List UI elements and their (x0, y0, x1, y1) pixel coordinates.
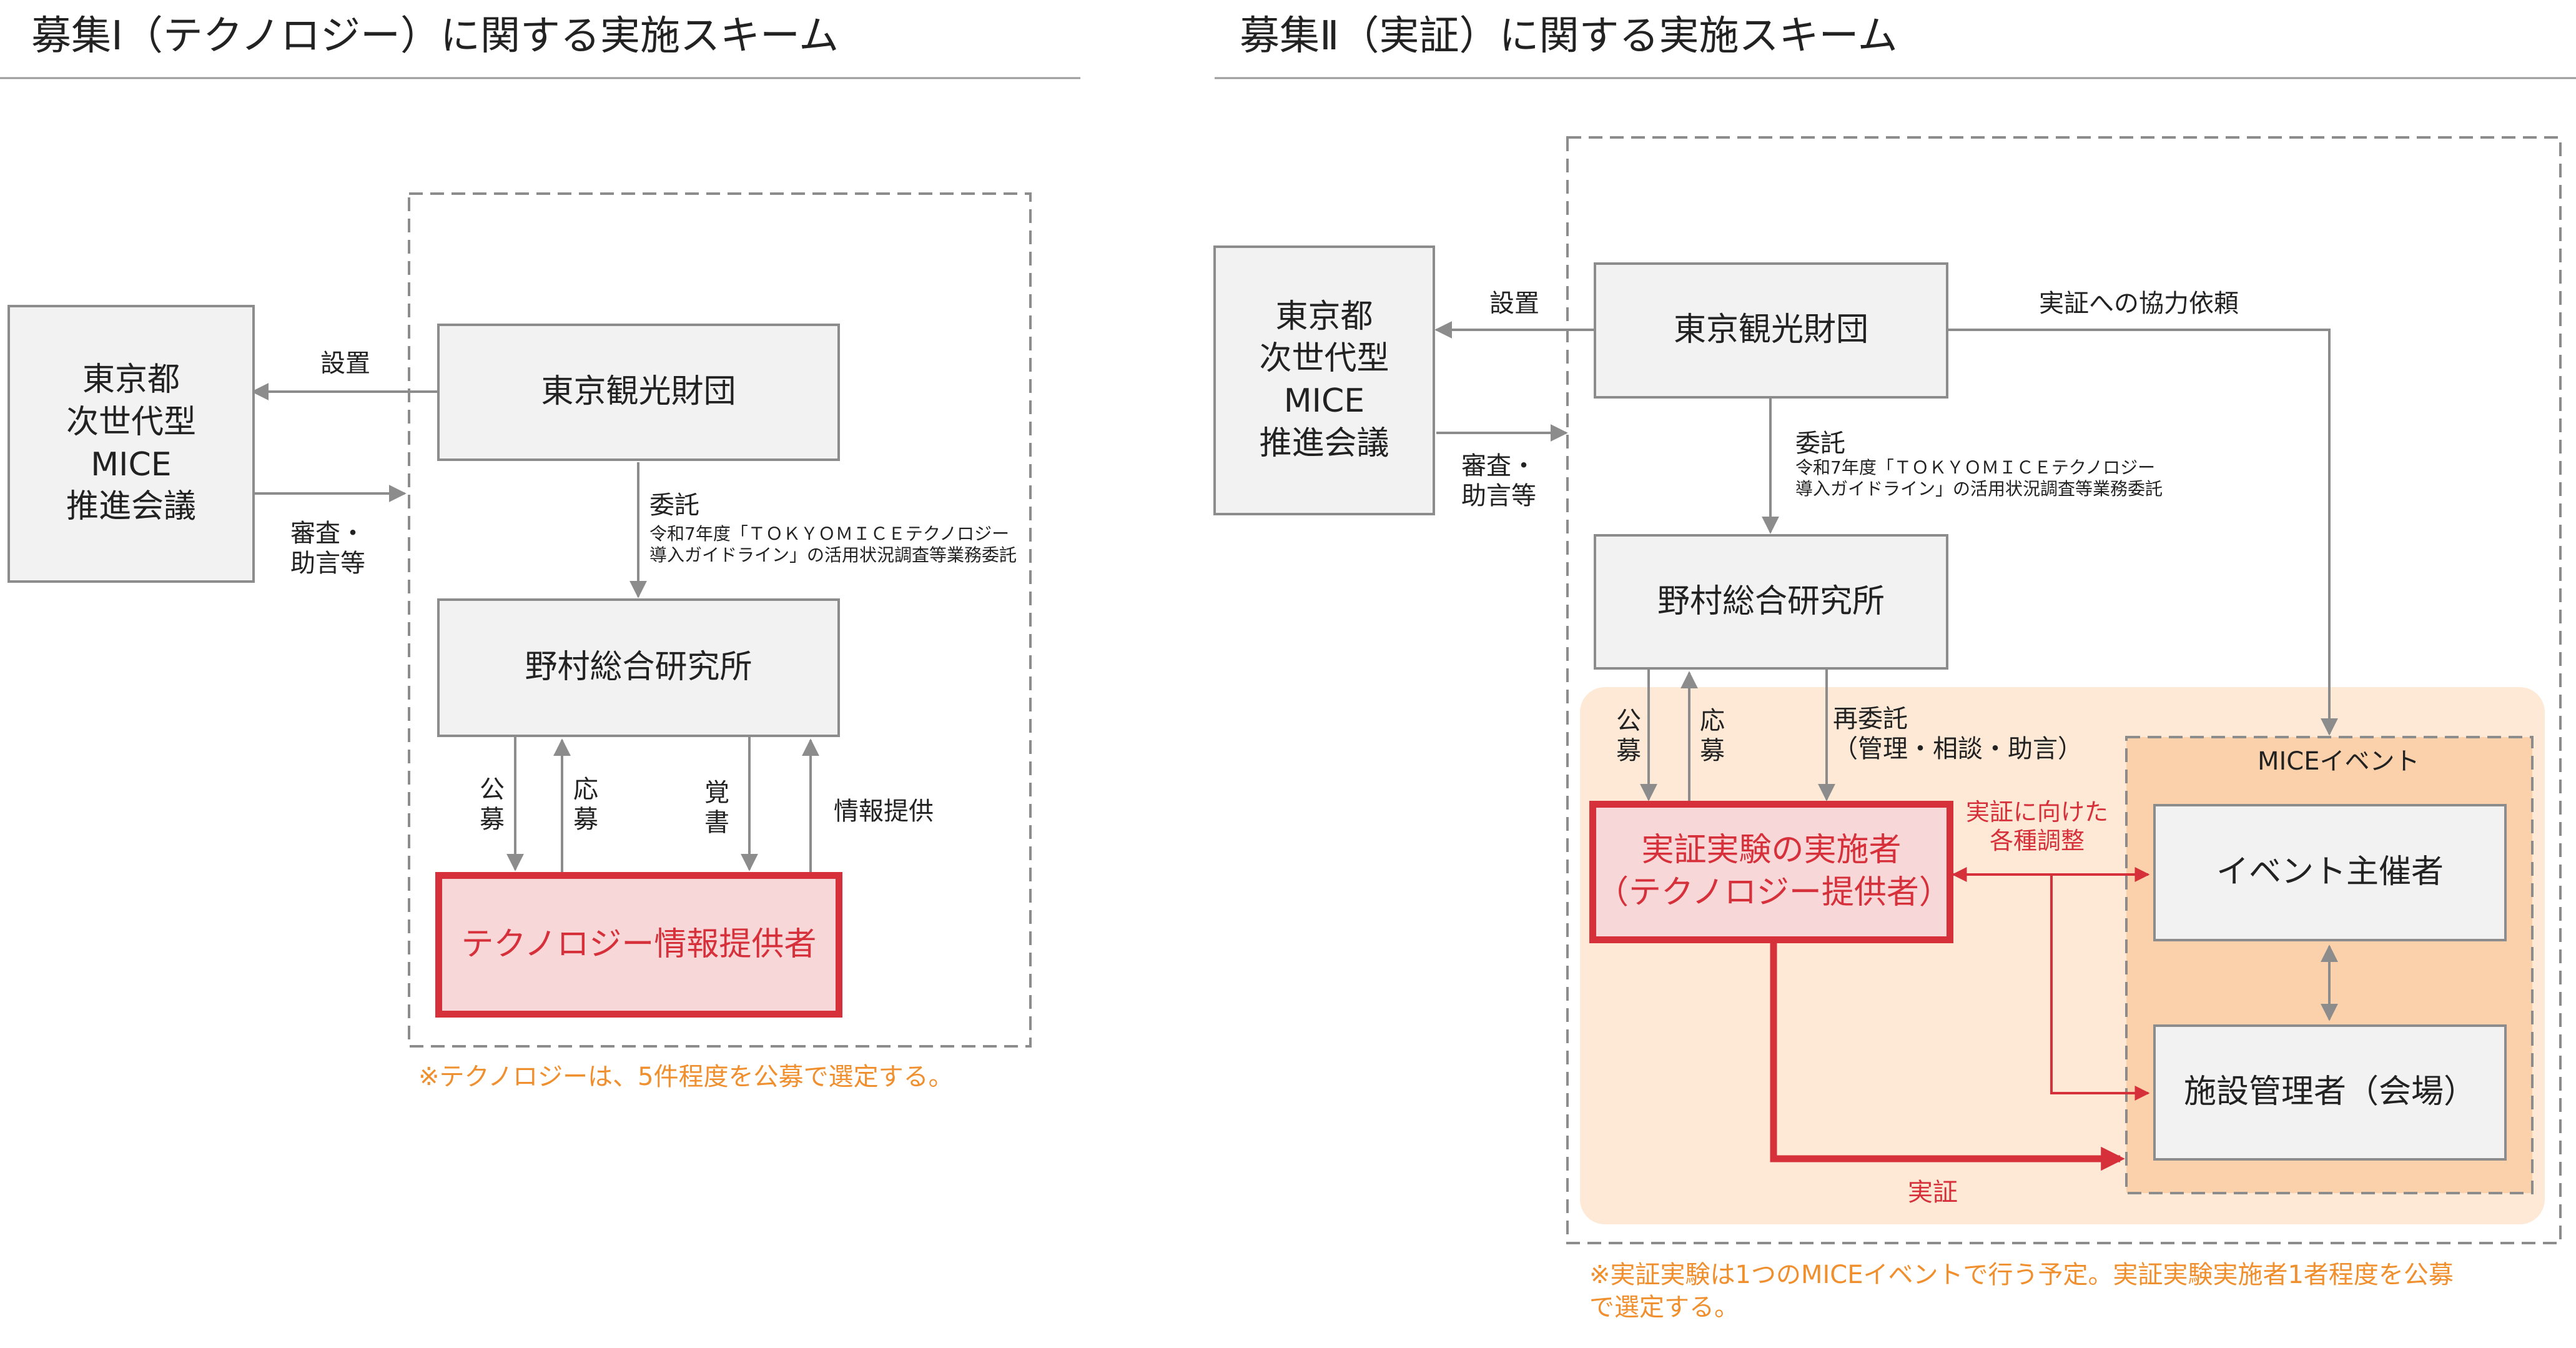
left-itaku-detail: 令和7年度「ＴＯＫＹＯＭＩＣＥテクノロジー 導入ガイドライン」の活用状況調査等業… (649, 523, 1017, 565)
right-kobo-label: 公 募 (1616, 706, 1641, 765)
left-shinsa-label: 審査・ 助言等 (290, 519, 365, 578)
left-dashed-region (408, 192, 1032, 1048)
left-section-title: 募集Ⅰ（テクノロジー）に関する実施スキーム (31, 13, 839, 59)
right-footnote: ※実証実験は1つのMICEイベントで行う予定。実証実験実施者1者程度を公募 で選… (1589, 1261, 2454, 1322)
right-setchi-label: 設置 (1489, 289, 1539, 318)
left-kobo-label: 公 募 (480, 775, 505, 834)
right-council-label: 東京都 次世代型 MICE 推進会議 (1259, 297, 1389, 462)
right-section-title: 募集Ⅱ（実証）に関する実施スキーム (1240, 13, 1898, 59)
right-adjust-label: 実証に向けた 各種調整 (1966, 798, 2109, 855)
right-council-box: 東京都 次世代型 MICE 推進会議 (1213, 245, 1435, 515)
right-nomura-box: 野村総合研究所 (1594, 534, 1948, 670)
left-jouhou-label: 情報提供 (834, 797, 934, 826)
left-foundation-label: 東京観光財団 (541, 373, 736, 411)
right-nomura-label: 野村総合研究所 (1657, 582, 1885, 620)
left-setchi-label: 設置 (320, 349, 370, 378)
left-foundation-box: 東京観光財団 (437, 324, 840, 461)
left-tech-provider-label: テクノロジー情報提供者 (461, 925, 817, 963)
right-cooperation-label: 実証への協力依頼 (2039, 289, 2239, 318)
right-shinsa-label: 審査・ 助言等 (1461, 452, 1536, 510)
right-jissho-label: 実証 (1908, 1178, 1958, 1207)
right-obo-label: 応 募 (1700, 706, 1725, 765)
left-nomura-label: 野村総合研究所 (525, 648, 753, 686)
right-itaku-detail: 令和7年度「ＴＯＫＹＯＭＩＣＥテクノロジー 導入ガイドライン」の活用状況調査等業… (1795, 457, 2163, 499)
right-saiitaku-label: 再委託 （管理・相談・助言） (1833, 705, 2083, 763)
right-event-organizer-box: イベント主催者 (2153, 804, 2507, 941)
right-adjust-branch-arrow (2050, 875, 2150, 1101)
left-nomura-box: 野村総合研究所 (437, 598, 840, 737)
right-facility-label: 施設管理者（会場） (2183, 1073, 2476, 1111)
left-tech-provider-box: テクノロジー情報提供者 (435, 872, 842, 1018)
right-mice-event-label: MICEイベント (2258, 747, 2420, 776)
right-foundation-label: 東京観光財団 (1673, 311, 1868, 349)
left-oboegaki-label: 覚 書 (704, 778, 729, 837)
right-dashed-region (1566, 136, 2562, 1244)
right-jissho-arrow (1770, 943, 2125, 1171)
right-implementer-box: 実証実験の実施者 （テクノロジー提供者） (1589, 801, 1953, 943)
right-event-organizer-label: イベント主催者 (2216, 853, 2444, 891)
right-itaku-label: 委託 (1795, 429, 1845, 458)
left-itaku-label: 委託 (649, 491, 699, 520)
left-footnote: ※テクノロジーは、5件程度を公募で選定する。 (418, 1063, 954, 1091)
left-council-label: 東京都 次世代型 MICE 推進会議 (66, 361, 196, 526)
right-facility-box: 施設管理者（会場） (2153, 1024, 2507, 1161)
left-council-box: 東京都 次世代型 MICE 推進会議 (7, 305, 255, 583)
right-foundation-box: 東京観光財団 (1594, 262, 1948, 399)
left-obo-label: 応 募 (573, 775, 598, 834)
right-implementer-label: 実証実験の実施者 （テクノロジー提供者） (1596, 831, 1952, 911)
right-cooperation-arrow (1948, 329, 2338, 736)
